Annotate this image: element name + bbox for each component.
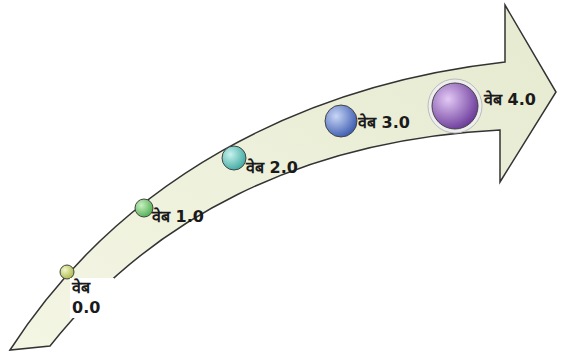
version-label: वेब 4.0	[484, 90, 536, 110]
sphere-ring	[428, 79, 482, 133]
sphere	[325, 105, 357, 137]
sphere	[222, 146, 246, 170]
sphere	[432, 83, 478, 129]
growth-arrow	[10, 5, 556, 350]
version-label: वेब 2.0	[246, 158, 298, 178]
version-label: वेब 3.0	[358, 113, 410, 133]
sphere	[60, 265, 74, 279]
version-label: वेब 0.0	[70, 278, 114, 318]
sphere	[135, 199, 153, 217]
version-label: वेब 1.0	[152, 207, 204, 227]
